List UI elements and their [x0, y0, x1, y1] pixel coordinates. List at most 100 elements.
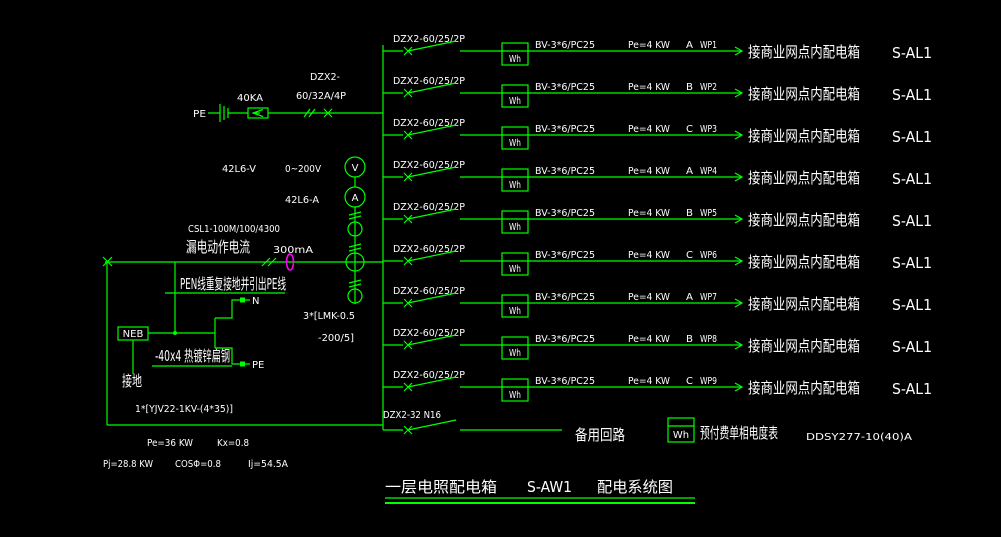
surge-protector-arrow [251, 108, 264, 118]
circuit-power: Pe=4 KW [628, 124, 670, 135]
meter-box [501, 252, 529, 276]
circuit-destination: 接商业网点内配电箱 [748, 127, 860, 145]
circuit-breaker-icon [383, 40, 457, 56]
spd-rating: 40KA [237, 93, 263, 104]
meter-box [501, 168, 529, 192]
breaker-blade [407, 208, 457, 220]
circuit-phase: C [686, 376, 693, 387]
breaker-blade [407, 376, 457, 388]
circuit-destination: 接商业网点内配电箱 [748, 169, 860, 187]
breaker-blade [407, 124, 457, 136]
feeder-arrow-icon [734, 256, 744, 266]
meter-box [501, 336, 529, 360]
circuit-power: Pe=4 KW [628, 376, 670, 387]
calculated-current: Ij=54.5A [248, 459, 288, 470]
meter-symbol: Wh [509, 264, 521, 275]
circuit-breaker-icon [383, 376, 457, 392]
ct-tick-marks [348, 211, 362, 288]
circuit-id: WP2 [700, 82, 717, 93]
spare-label: 备用回路 [575, 426, 625, 444]
energy-meter-legend-icon: Wh [667, 417, 695, 443]
ground-icon [208, 104, 229, 122]
breaker-model: DZX2-60/25/2P [393, 34, 465, 45]
circuit-power: Pe=4 KW [628, 166, 670, 177]
spare-breaker-model: DZX2-32 N16 [383, 410, 441, 421]
energy-meter-icon: Wh [501, 378, 529, 402]
breaker-blade [407, 250, 457, 262]
circuit-breaker-icon [383, 166, 457, 182]
meter-box [501, 294, 529, 318]
circuit-power: Pe=4 KW [628, 292, 670, 303]
drawing-title: 一层电照配电箱 S-AW1 配电系统图 [385, 478, 695, 504]
legend-description: 预付费单相电度表 [700, 424, 778, 442]
breaker-blade [407, 40, 457, 52]
breaker-model: DZX2-60/25/2P [393, 160, 465, 171]
breaker-blade [407, 82, 457, 94]
circuit-id: WP6 [700, 250, 717, 261]
breaker-blade [407, 166, 457, 178]
voltmeter-symbol: V [352, 163, 359, 174]
ct-model-line1: 3*[LMK-0.5 [303, 311, 355, 322]
legend-meter-box [667, 417, 695, 443]
circuit-destination: 接商业网点内配电箱 [748, 379, 860, 397]
meter-symbol: Wh [509, 180, 521, 191]
meter-box [501, 210, 529, 234]
energy-meter-icon: Wh [501, 252, 529, 276]
cable-spec: BV-3*6/PC25 [535, 334, 595, 345]
ammeter-model: 42L6-A [285, 195, 319, 206]
main-breaker-model-line2: 60/32A/4P [296, 91, 346, 102]
cable-spec: BV-3*6/PC25 [535, 292, 595, 303]
meter-symbol: Wh [509, 306, 521, 317]
calculated-power: Pj=28.8 KW [103, 459, 153, 470]
circuit-id: WP4 [700, 166, 717, 177]
neb-label: NEB [123, 329, 144, 340]
pe-terminal-label: PE [252, 360, 264, 371]
ground-note: 接地 [122, 372, 142, 390]
meter-symbol: Wh [509, 390, 521, 401]
meter-symbol: Wh [509, 54, 521, 65]
circuit-phase: A [686, 292, 693, 303]
ct-circle-3 [347, 288, 363, 304]
panel-code: S-AL1 [892, 86, 932, 104]
circuit-breaker-icon [383, 82, 457, 98]
panel-code: S-AL1 [892, 254, 932, 272]
rcd-pole-marks-icon [261, 257, 277, 267]
energy-meter-icon: Wh [501, 336, 529, 360]
meter-symbol: Wh [509, 96, 521, 107]
circuit-id: WP3 [700, 124, 717, 135]
breaker-blade [407, 419, 457, 431]
demand-factor: Kx=0.8 [217, 438, 249, 449]
meter-box [501, 84, 529, 108]
circuit-phase: B [686, 334, 693, 345]
leakage-sensor-icon [285, 253, 295, 271]
circuit-id: WP1 [700, 40, 717, 51]
feeder-arrow-icon [734, 214, 744, 224]
cable-spec: BV-3*6/PC25 [535, 376, 595, 387]
energy-meter-icon: Wh [501, 42, 529, 66]
panel-code: S-AL1 [892, 170, 932, 188]
circuit-breaker-icon [383, 334, 457, 350]
incoming-cable-spec: 1*[YJV22-1KV-(4*35)] [135, 404, 233, 415]
title-suffix: 配电系统图 [597, 478, 673, 496]
breaker-blade [407, 292, 457, 304]
circuit-destination: 接商业网点内配电箱 [748, 43, 860, 61]
circuit-id: WP7 [700, 292, 717, 303]
spare-circuit-row: DZX2-32 N16 备用回路 [383, 410, 625, 444]
circuit-phase: A [686, 40, 693, 51]
energy-meter-icon: Wh [501, 210, 529, 234]
breaker-model: DZX2-60/25/2P [393, 286, 465, 297]
voltmeter-model: 42L6-V [222, 164, 256, 175]
meter-symbol: Wh [509, 138, 521, 149]
circuit-destination: 接商业网点内配电箱 [748, 295, 860, 313]
meter-symbol: Wh [509, 222, 521, 233]
circuit-destination: 接商业网点内配电箱 [748, 253, 860, 271]
circuit-breaker-icon [383, 292, 457, 308]
installed-power: Pe=36 KW [147, 438, 193, 449]
circuit-destination: 接商业网点内配电箱 [748, 211, 860, 229]
circuit-breaker-icon [383, 250, 457, 266]
breaker-model: DZX2-60/25/2P [393, 328, 465, 339]
